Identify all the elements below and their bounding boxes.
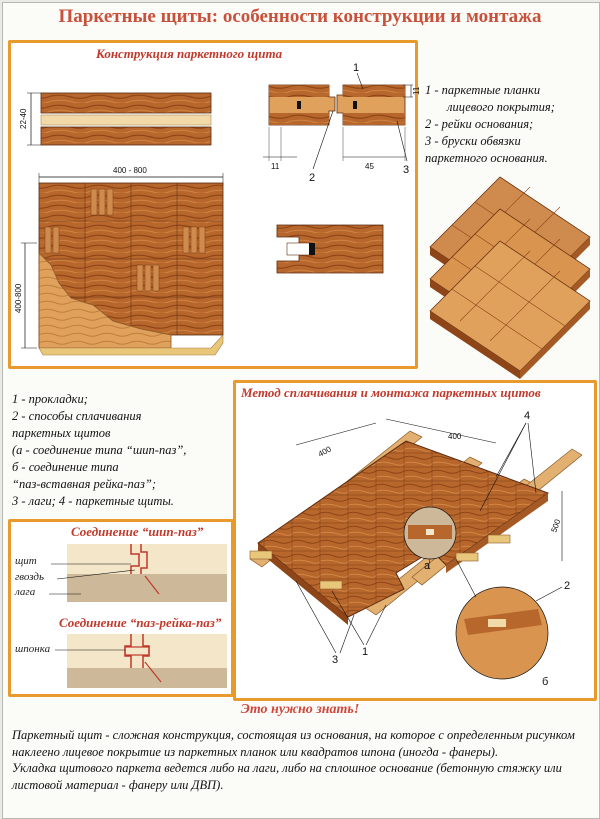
legend-line-5: паркетного основания. — [425, 151, 548, 165]
dim-width-top: 400 - 800 — [113, 166, 147, 175]
label-key: шпонка — [15, 643, 51, 655]
mounting-legend-1: 1 - прокладки; — [12, 392, 88, 406]
callout-3: 3 — [403, 164, 409, 176]
stacked-shields-illustration — [429, 176, 591, 379]
callout-2: 2 — [309, 172, 315, 184]
bottom-text: Паркетный щит - сложная конструкция, сос… — [12, 727, 590, 793]
label-a: а — [424, 560, 431, 572]
dim-11-bottom: 11 — [271, 162, 280, 171]
spline-joint-heading: Соединение “паз-рейка-паз” — [59, 615, 222, 630]
method-illustration: 400 400 500 4 а 2 б 3 1 — [249, 410, 583, 688]
method-panel: Метод сплачивания и монтажа паркетных щи… — [233, 380, 597, 701]
mounting-legend-4: (а - соединение типа “шип-паз”, — [12, 443, 187, 457]
method-heading: Метод сплачивания и монтажа паркетных щи… — [241, 385, 541, 400]
paragraph-1: Паркетный щит - сложная конструкция, сос… — [12, 728, 575, 759]
side-section: 22-40 — [19, 92, 212, 146]
tongue-joint-heading: Соединение “шип-паз” — [71, 524, 204, 539]
dim-400-top: 400 — [448, 432, 462, 441]
legend-line-3: 2 - рейки основания; — [425, 117, 534, 131]
joint-diagrams — [49, 544, 227, 688]
mounting-legend-3: паркетных щитов — [12, 426, 111, 440]
mounting-legend-6: “паз-вставная рейка-паз”; — [12, 477, 157, 491]
mounting-legend-5: б - соединение типа — [12, 460, 119, 474]
label-2: 2 — [564, 580, 570, 592]
callout-1: 1 — [353, 62, 359, 74]
label-joist: лага — [15, 586, 36, 598]
construction-heading: Конструкция паркетного щита — [96, 46, 283, 61]
mounting-legend-2: 2 - способы сплачивания — [12, 409, 142, 423]
construction-drawing: 22-40 400 - 800 — [14, 62, 421, 356]
know-heading: Это нужно знать! — [240, 702, 360, 717]
dim-height: 22-40 — [19, 108, 28, 129]
mounting-legend-7: 3 - лаги; 4 - паркетные щиты. — [12, 494, 174, 508]
dim-45: 45 — [365, 162, 374, 171]
construction-panel: Конструкция паркетного щита 22-40 — [8, 40, 421, 369]
legend-line-1: 1 - паркетные планки — [425, 83, 541, 97]
shield-face — [38, 182, 224, 356]
label-1: 1 — [362, 646, 368, 658]
cross-section: 11 11 45 1 2 3 — [263, 62, 421, 184]
label-shield: щит — [15, 555, 37, 567]
mounting-legend: 1 - прокладки; 2 - способы сплачивания п… — [12, 391, 242, 510]
legend-line-4: 3 - бруски обвязки — [425, 134, 521, 148]
legend-line-2: лицевого покрытия; — [447, 100, 555, 114]
construction-legend: 1 - паркетные планки лицевого покрытия; … — [425, 82, 595, 167]
label-b: б — [542, 676, 548, 688]
label-4: 4 — [524, 410, 530, 422]
label-3: 3 — [332, 654, 338, 666]
dim-400-left: 400 — [317, 444, 333, 458]
dim-width-side: 400-800 — [14, 283, 23, 313]
joints-panel: Соединение “шип-паз” Соединение “паз-рей… — [8, 519, 234, 697]
dim-11-side: 11 — [412, 86, 421, 95]
label-nail: гвоздь — [15, 571, 44, 583]
dim-500: 500 — [549, 518, 562, 534]
page-title: Паркетные щиты: особенности конструкции … — [58, 6, 542, 27]
tongue-detail — [276, 224, 384, 274]
paragraph-2: Укладка щитового паркета ведется либо на… — [12, 761, 562, 792]
